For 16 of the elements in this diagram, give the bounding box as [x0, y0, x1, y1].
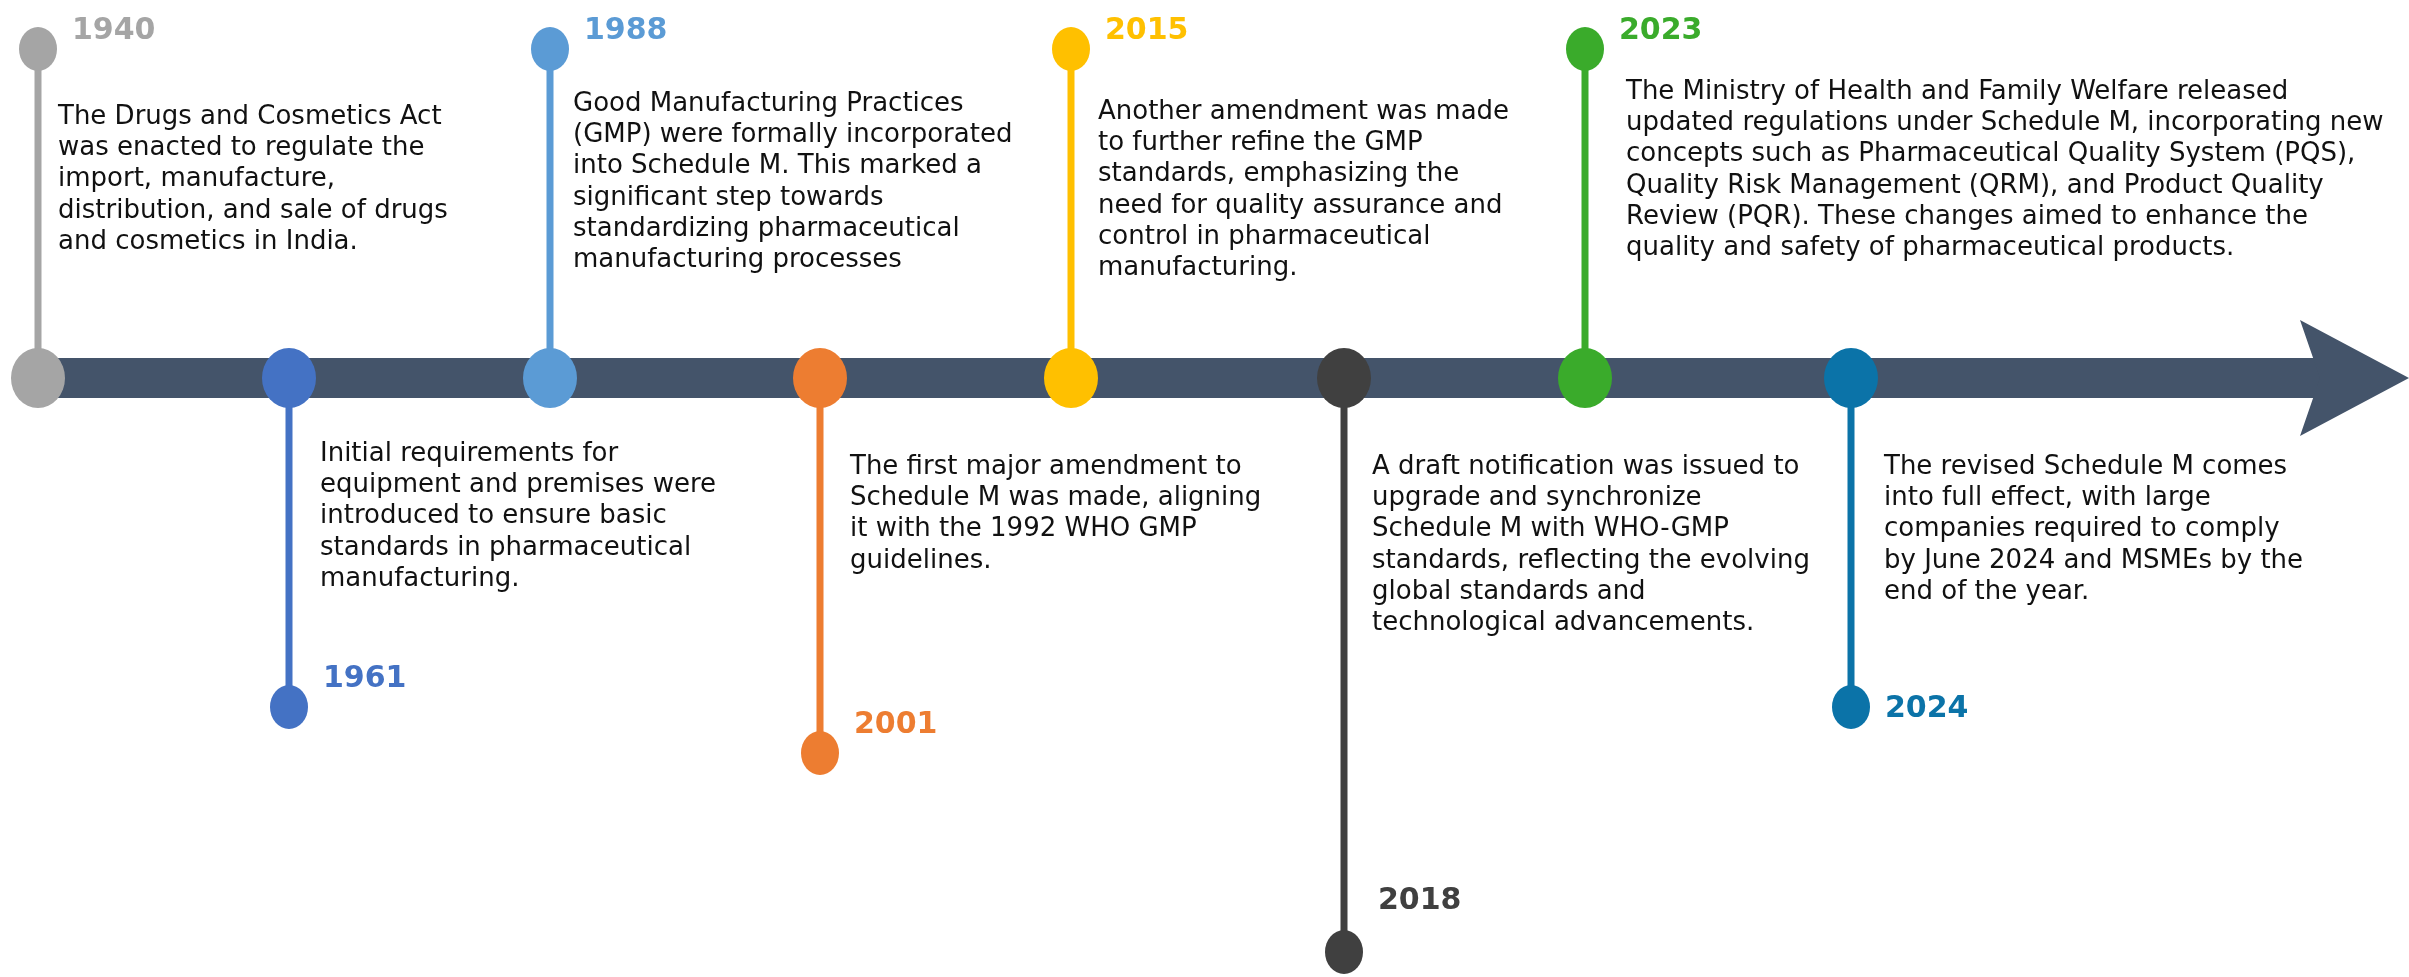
event-description: The Ministry of Health and Family Welfare released updated regulations under Schedule M, incorporating new concepts such as Pharmaceutical Quality System (PQS), Quality Risk Management (QRM), and Product Quality Review (PQR). These changes aimed to enhance the quality and safety of pharmaceutical products. — [1626, 75, 2385, 263]
year-label: 1988 — [584, 12, 668, 45]
event-description: The Drugs and Cosmetics Act was enacted to regulate the import, manufacture, distribution, and sale of drugs and cosmetics in India. — [58, 100, 449, 256]
event-description: The first major amendment to Schedule M was made, aligning it with the 1992 WHO GMP guidelines. — [850, 450, 1263, 575]
year-label: 1961 — [323, 660, 407, 693]
event-description: Another amendment was made to further refine the GMP standards, emphasizing the need for quality assurance and control in pharmaceutical manufacturing. — [1098, 95, 1511, 283]
year-label: 1940 — [72, 12, 156, 45]
year-label: 2018 — [1378, 882, 1462, 915]
year-label: 2015 — [1105, 12, 1189, 45]
year-label: 2001 — [854, 706, 938, 739]
event-description: Initial requirements for equipment and premises were introduced to ensure basic standards in pharmaceutical manufacturing. — [320, 437, 718, 593]
year-label: 2023 — [1619, 12, 1703, 45]
event-description: A draft notification was issued to upgrade and synchronize Schedule M with WHO-GMP standards, reflecting the evolving global standards and technological advancements. — [1372, 450, 1811, 638]
event-description: The revised Schedule M comes into full effect, with large companies required to comply by June 2024 and MSMEs by the end of the year. — [1884, 450, 2304, 606]
event-description: Good Manufacturing Practices (GMP) were formally incorporated into Schedule M. This marked a significant step towards standardizing pharmaceutical manufacturing processes — [573, 87, 1014, 275]
year-label: 2024 — [1885, 690, 1969, 723]
